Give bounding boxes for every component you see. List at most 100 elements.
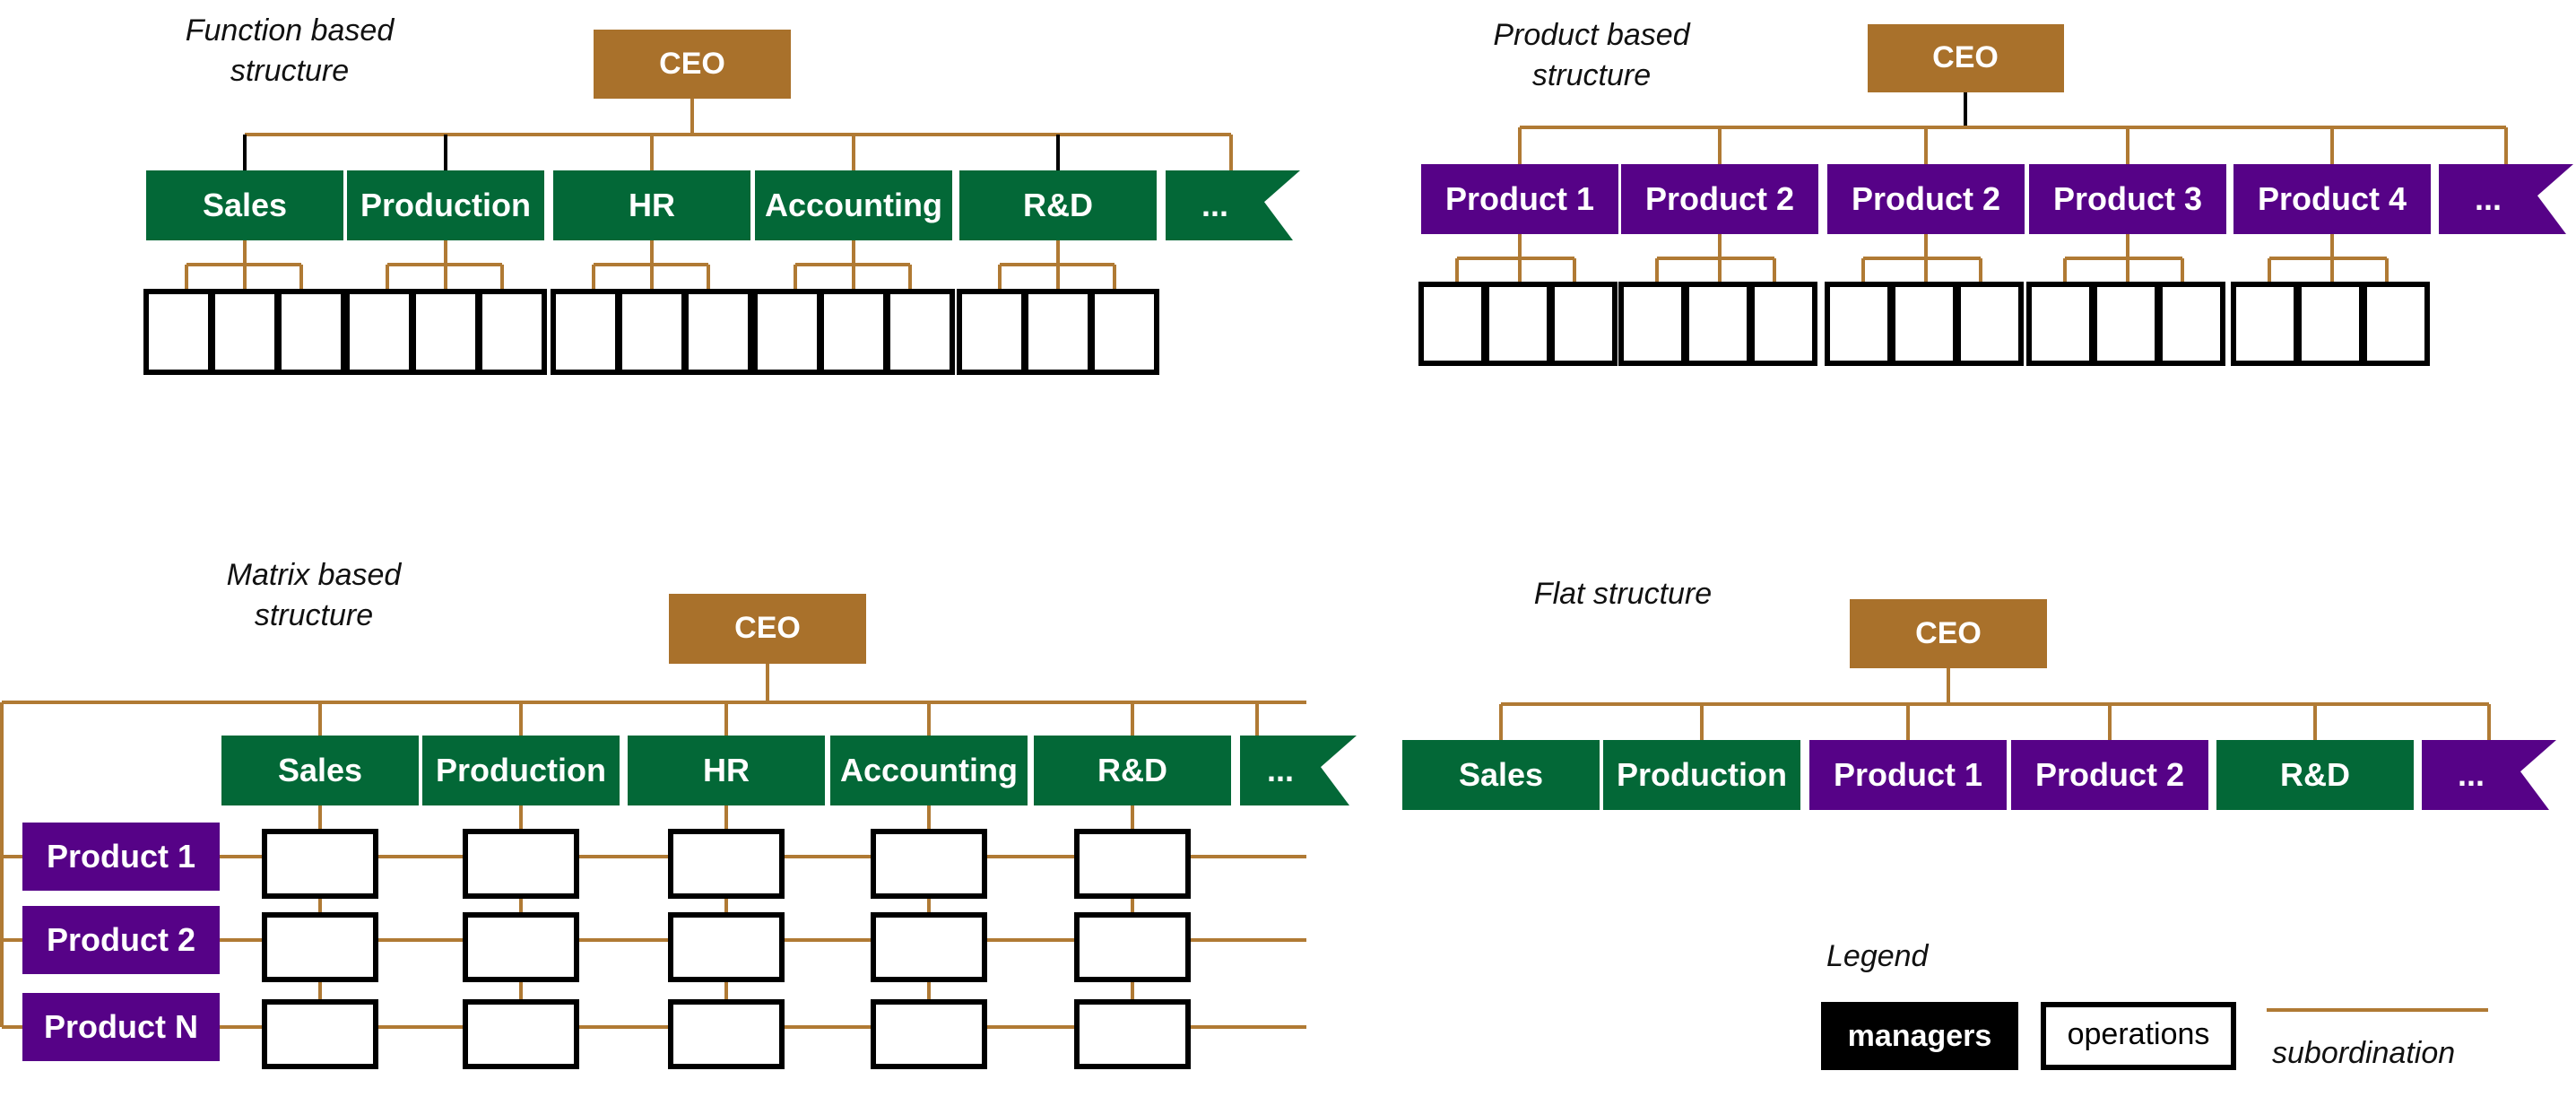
more-department-label: ...: [1201, 187, 1228, 223]
product-5-shape: [2233, 164, 2431, 234]
function-structure-title-line2: structure: [230, 54, 349, 88]
matrix-product-2: Product 2: [22, 906, 220, 974]
operation-box: [551, 289, 620, 375]
product-2-label: Product 2: [1645, 180, 1794, 217]
unit-r-d-label: R&D: [2280, 756, 2350, 793]
legend-subordination-label: subordination: [2272, 1036, 2455, 1070]
flat-structure-ceo: CEO: [1850, 599, 2047, 668]
unit-product-2: Product 2: [2011, 740, 2208, 810]
operation-box: [1684, 282, 1752, 366]
operation-box: [617, 289, 687, 375]
department-hr-shape: [553, 170, 750, 240]
department-accounting: Accounting: [830, 736, 1028, 805]
unit-production-label: Production: [1617, 756, 1787, 793]
matrix-structure: Matrix based structure CEO Sales Producti…: [0, 558, 1357, 1069]
product-1: Product 1: [1421, 164, 1618, 234]
legend-operations: operations: [2041, 1002, 2236, 1070]
product-1-label: Product 1: [1445, 180, 1594, 217]
operation-box: [463, 999, 579, 1069]
more-department: ...: [1240, 736, 1357, 805]
operation-box: [1074, 999, 1191, 1069]
operation-box: [262, 999, 378, 1069]
unit-r-d: R&D: [2216, 740, 2414, 810]
operation-box: [1825, 282, 1893, 366]
matrix-structure-ceo: CEO: [669, 594, 866, 664]
more-product-label: ...: [2475, 180, 2502, 217]
ceo-label: CEO: [1915, 616, 1982, 650]
operation-box: [463, 912, 579, 982]
function-structure-operations: [143, 289, 1159, 375]
more-department: ...: [1166, 170, 1300, 240]
operation-box: [957, 289, 1027, 375]
product-structure-connectors: [1455, 92, 2508, 283]
matrix-product-1-shape: [22, 823, 220, 891]
product-4: Product 3: [2029, 164, 2226, 234]
department-sales-label: Sales: [278, 752, 362, 788]
matrix-product-1-label: Product 1: [47, 838, 195, 875]
department-production-label: Production: [360, 187, 531, 223]
more-product: ...: [2439, 164, 2573, 234]
department-accounting: Accounting: [755, 170, 952, 240]
department-hr-shape: [628, 736, 825, 805]
unit-product-1-shape: [1809, 740, 2007, 810]
matrix-product-n-label: Product N: [44, 1008, 198, 1045]
matrix-structure-title-line1: Matrix based: [227, 558, 403, 592]
department-production-label: Production: [436, 752, 606, 788]
matrix-structure-operations: [262, 829, 1191, 1069]
operation-box: [262, 912, 378, 982]
product-1-shape: [1421, 164, 1618, 234]
product-3-shape: [1827, 164, 2025, 234]
operation-box: [871, 912, 987, 982]
department-sales: Sales: [221, 736, 419, 805]
department-accounting-label: Accounting: [840, 752, 1018, 788]
unit-sales: Sales: [1402, 740, 1600, 810]
product-structure-title-line2: structure: [1532, 58, 1651, 92]
matrix-product-n-shape: [22, 993, 220, 1061]
operation-box: [1618, 282, 1687, 366]
more-flag-shape: [1166, 170, 1300, 240]
matrix-structure-title-line2: structure: [255, 598, 373, 632]
operation-box: [344, 289, 414, 375]
department-production-shape: [347, 170, 544, 240]
department-accounting-shape: [755, 170, 952, 240]
operation-box: [2362, 282, 2430, 366]
flat-structure-connectors: [1499, 668, 2491, 740]
operation-box: [2231, 282, 2299, 366]
product-4-shape: [2029, 164, 2226, 234]
department-hr: HR: [628, 736, 825, 805]
operation-box: [2296, 282, 2364, 366]
legend: Legend managers operations subordination: [1821, 939, 2488, 1070]
more-unit-label: ...: [2458, 756, 2485, 793]
department-sales-label: Sales: [203, 187, 287, 223]
department-accounting-shape: [830, 736, 1028, 805]
operation-box: [1484, 282, 1552, 366]
operation-box: [1089, 289, 1159, 375]
department-r-d-shape: [959, 170, 1157, 240]
unit-r-d-shape: [2216, 740, 2414, 810]
operation-box: [2092, 282, 2160, 366]
department-production: Production: [422, 736, 620, 805]
department-sales-shape: [221, 736, 419, 805]
operation-box: [668, 829, 785, 899]
operation-box: [477, 289, 547, 375]
legend-managers-label: managers: [1848, 1019, 1992, 1053]
flat-structure-title: Flat structure: [1534, 577, 1712, 611]
operation-box: [752, 289, 822, 375]
operation-box: [668, 999, 785, 1069]
operation-box: [411, 289, 481, 375]
more-unit: ...: [2422, 740, 2556, 810]
operation-box: [885, 289, 955, 375]
operation-box: [819, 289, 889, 375]
operation-box: [463, 829, 579, 899]
operation-box: [1074, 829, 1191, 899]
unit-product-2-label: Product 2: [2035, 756, 2184, 793]
matrix-product-n: Product N: [22, 993, 220, 1061]
operation-box: [2026, 282, 2095, 366]
department-r-d-label: R&D: [1097, 752, 1167, 788]
department-accounting-label: Accounting: [765, 187, 942, 223]
product-3-label: Product 2: [1852, 180, 2000, 217]
more-flag-shape: [2439, 164, 2573, 234]
unit-product-2-shape: [2011, 740, 2208, 810]
